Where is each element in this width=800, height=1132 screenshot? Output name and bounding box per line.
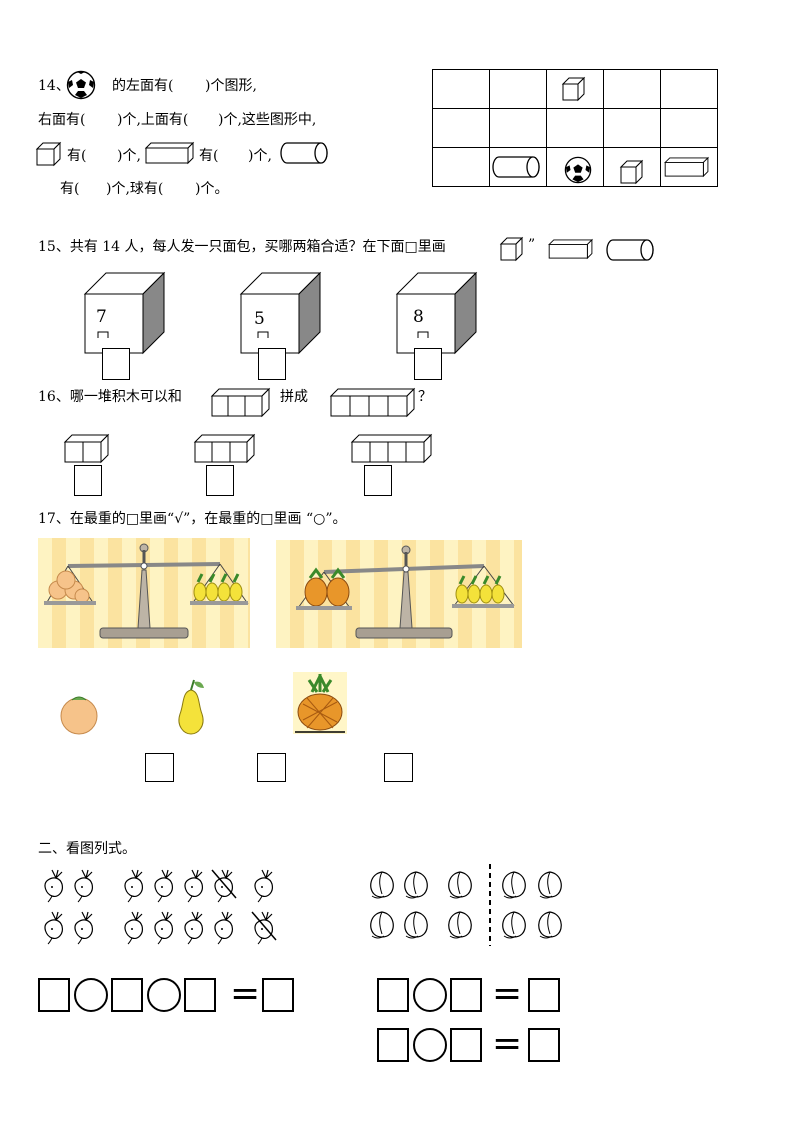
q15-cylinder-icon [604,239,656,265]
eq2-answer-box[interactable] [528,978,560,1012]
eq1-circle-1[interactable] [74,978,108,1012]
bread-box-3 [395,271,478,358]
q15-cuboid-icon [546,238,596,263]
bread-box-3-count: 8 [413,307,424,327]
q15-quote: ” [528,237,536,253]
answer-box-15-1[interactable] [102,348,130,380]
q14-line3-d: )个, [248,148,272,164]
block-stack-target [329,387,416,422]
eq1-box-2[interactable] [111,978,143,1012]
answer-box-16-1[interactable] [74,465,102,496]
block-option-1 [63,433,110,468]
eq2-box-2[interactable] [450,978,482,1012]
bread-box-2-count: 5 [254,309,265,329]
answer-box-16-3[interactable] [364,465,392,496]
soccer-ball-icon [66,70,96,104]
q14-line2-a: 右面有( [38,112,86,128]
section2-title: 二、看图列式。 [38,841,136,857]
q14-line1-b: )个图形, [205,78,257,94]
block-option-2 [193,432,256,468]
scale-panel-2 [276,540,522,648]
eq1-box-1[interactable] [38,978,70,1012]
eq2-circle[interactable] [413,978,447,1012]
q14-line4-c: )个。 [195,181,229,197]
eq1-circle-2[interactable] [147,978,181,1012]
eq3-box-2[interactable] [450,1028,482,1062]
q15-text: 15、共有 14 人，每人发一只面包，买哪两箱合适？在下面□里画 [38,239,446,255]
answer-box-17-2[interactable] [257,753,286,782]
answer-box-16-2[interactable] [206,465,234,496]
q14-line1-a: 的左面有( [112,78,174,94]
bread-box-1-count: 7 [96,307,107,327]
q14-line2-c: )个,这些图形中, [218,112,317,128]
radish-group-icon [44,869,277,945]
eq3-answer-box[interactable] [528,1028,560,1062]
q16-text-c: ？ [418,389,432,405]
q14-number: 14、 [38,78,70,94]
eq1-equals: = [230,973,261,1014]
q14-line3-b: )个, [117,148,141,164]
eq3-equals: = [492,1023,523,1064]
q16-text-a: 16、哪一堆积木可以和 [38,389,182,405]
eq2-box-1[interactable] [377,978,409,1012]
answer-box-17-1[interactable] [145,753,174,782]
bread-box-1 [83,271,166,358]
cube-icon [35,141,62,170]
answer-box-15-3[interactable] [414,348,442,380]
peach-group-icon [370,864,562,946]
bread-box-2 [239,271,322,358]
eq1-box-3[interactable] [184,978,216,1012]
cylinder-icon [279,142,329,168]
q14-line3-c: 有( [199,148,219,164]
q14-line2-b: )个,上面有( [117,112,189,128]
grid-cube-icon [561,76,586,105]
pear-icon [174,678,208,740]
block-stack-given [210,387,273,422]
scale-panel-1 [38,538,250,648]
answer-box-15-2[interactable] [258,348,286,380]
q16-text-b: 拼成 [280,389,308,405]
peach-icon [56,690,102,740]
q17-text: 17、在最重的□里画“√”，在最重的□里画 “○”。 [38,511,347,527]
block-option-3 [350,432,433,468]
grid-cuboid-icon [663,156,711,181]
grid-cube-icon-2 [619,159,644,188]
grid-soccer-ball-icon [564,156,592,188]
answer-box-17-3[interactable] [384,753,413,782]
grid-cylinder-icon [491,156,541,182]
q15-cube-icon [499,236,524,265]
pineapple-icon [293,672,347,738]
q14-line4-b: )个,球有( [106,181,164,197]
eq3-box-1[interactable] [377,1028,409,1062]
cuboid-icon [144,141,195,168]
eq3-circle[interactable] [413,1028,447,1062]
eq1-answer-box[interactable] [262,978,294,1012]
q14-line3-a: 有( [67,148,87,164]
q14-line4-a: 有( [60,181,80,197]
eq2-equals: = [492,973,523,1014]
